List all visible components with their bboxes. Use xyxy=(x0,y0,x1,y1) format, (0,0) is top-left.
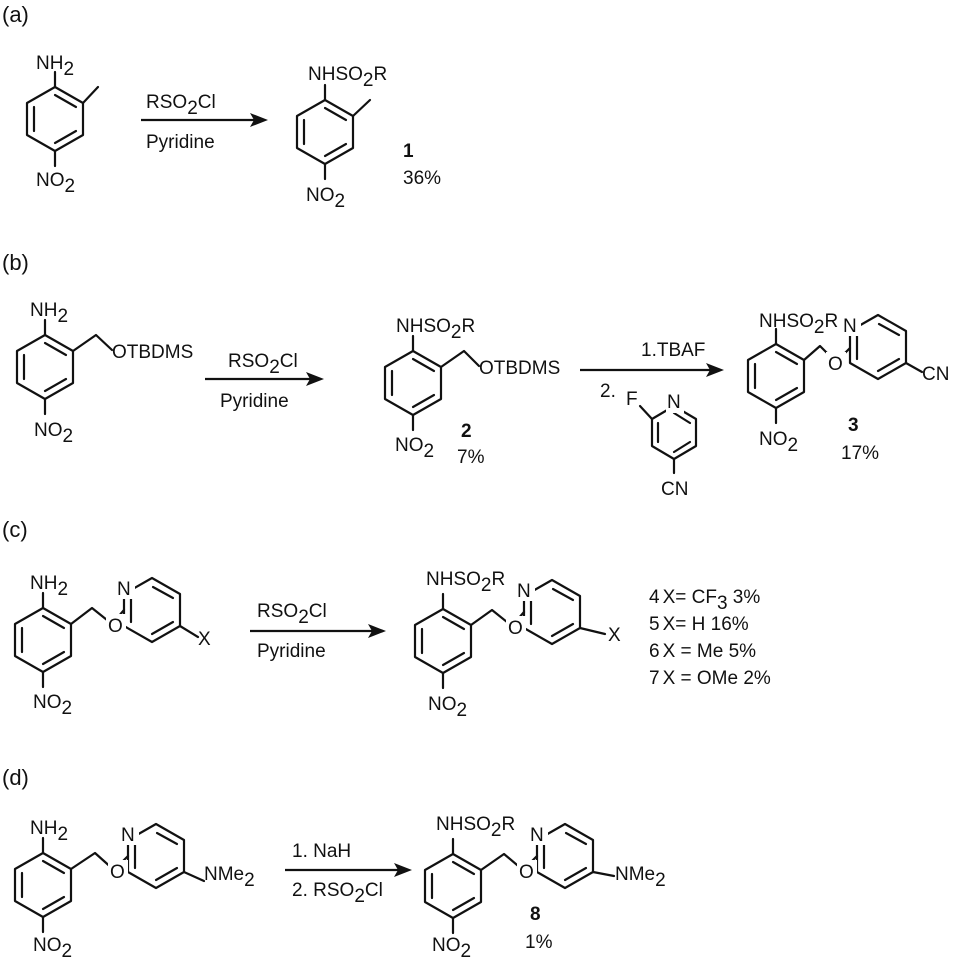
panel-a-product-nhso2r: NHSO2R xyxy=(308,64,387,91)
panel-d-reagent-1: 1. NaH xyxy=(292,841,351,862)
panel-a-product-ring xyxy=(295,98,355,166)
panel-b-arrow-2 xyxy=(580,363,724,377)
panel-b-reagent-2: Pyridine xyxy=(220,391,289,412)
panel-b-fluoropyridine-ring xyxy=(650,404,698,461)
panel-b-reactant-ring xyxy=(15,333,75,401)
panel-d-product-nme2: NMe2 xyxy=(615,864,666,891)
panel-d-reactant-no2: NO2 xyxy=(33,935,72,961)
panel-a-reagent-2: Pyridine xyxy=(146,132,215,153)
panel-b-step2-reagent-1: 1.TBAF xyxy=(641,340,705,361)
panel-a-reactant-nh2: NH2 xyxy=(36,53,74,80)
panel-d: (d) NH2 N O NMe2 NO2 xyxy=(2,765,666,961)
panel-a-reactant-ring xyxy=(25,85,85,153)
panel-d-label: (d) xyxy=(2,765,29,790)
panel-d-reactant-nme2: NMe2 xyxy=(204,864,255,891)
panel-d-reactant-nh2: NH2 xyxy=(30,818,68,845)
panel-a-reactant: NH2 NO2 xyxy=(25,53,100,197)
panel-d-product-yield: 1% xyxy=(525,932,553,953)
panel-b-product-number: 3 xyxy=(848,415,859,436)
panel-b-reactant-ch2o-bond xyxy=(71,333,114,353)
panel-c-label: (c) xyxy=(2,517,28,542)
panel-b-fluoropyridine-f: F xyxy=(626,389,638,410)
panel-a-reactant-methyl-bond xyxy=(81,85,100,105)
panel-b-product-yield: 17% xyxy=(841,443,879,464)
panel-a-reactant-no2: NO2 xyxy=(36,170,75,197)
panel-a-product: NHSO2R NO2 xyxy=(295,64,387,212)
panel-b-product-pyridine-n: N xyxy=(843,316,857,337)
panel-b-reactant-nh2: NH2 xyxy=(30,300,68,327)
panel-b-product-no2: NO2 xyxy=(759,429,798,456)
panel-a-product-methyl-bond xyxy=(351,98,372,118)
panel-b-reagent-1: RSO2Cl xyxy=(228,351,298,378)
panel-a-product-number: 1 xyxy=(403,141,414,162)
panel-b-fluoropyridine: F N CN xyxy=(626,389,698,500)
panel-b-intermediate-yield: 7% xyxy=(457,447,485,468)
panel-c-product-pyridine-n: N xyxy=(517,581,531,602)
panel-c-product-x: X xyxy=(608,625,621,646)
panel-b-arrow-1 xyxy=(205,372,324,386)
panel-d-product: NHSO2R N O NMe2 NO2 xyxy=(423,814,666,961)
panel-b-product-cn: CN xyxy=(922,364,949,385)
panel-d-reactant: NH2 N O NMe2 NO2 xyxy=(13,818,255,961)
panel-b-product: NHSO2R N O CN NO2 xyxy=(746,311,949,456)
panel-c-reactant: NH2 N O X NO2 xyxy=(13,573,211,719)
panel-c-product-ether-o: O xyxy=(508,618,523,639)
panel-b-product-pyridine-ring xyxy=(848,313,908,381)
panel-b-intermediate-nhso2r: NHSO2R xyxy=(396,316,475,343)
panel-b-label: (b) xyxy=(2,250,29,275)
panel-c-reactant-pyridine-n: N xyxy=(117,579,131,600)
panel-a-product-yield: 36% xyxy=(403,168,441,189)
panel-d-product-number: 8 xyxy=(530,904,541,925)
panel-d-reactant-ether-o: O xyxy=(110,862,125,883)
panel-b-intermediate-otbdms: OTBDMS xyxy=(479,358,560,379)
panel-b-intermediate-no2: NO2 xyxy=(395,435,434,462)
panel-d-product-benzene-ring xyxy=(423,852,483,920)
panel-d-product-pyridine-n: N xyxy=(530,825,544,846)
panel-c-reactant-x: X xyxy=(198,629,211,650)
panel-b-intermediate-ring xyxy=(383,349,443,417)
panel-a-product-no2: NO2 xyxy=(306,185,345,212)
panel-a-label: (a) xyxy=(2,2,29,27)
panel-c-reactant-nh2: NH2 xyxy=(30,573,68,600)
panel-c-product-no2: NO2 xyxy=(428,694,467,721)
panel-d-arrow xyxy=(285,863,412,877)
panel-c-product-nhso2r: NHSO2R xyxy=(426,569,505,596)
panel-c-reactant-ether-o: O xyxy=(108,616,123,637)
panel-c: (c) NH2 N O X NO2 xyxy=(2,517,771,721)
panel-d-product-nhso2r: NHSO2R xyxy=(436,814,515,841)
panel-b: (b) NH2 OTBDMS NO2 RSO2Cl Pyridine xyxy=(2,250,949,500)
panel-c-reactant-no2: NO2 xyxy=(33,692,72,719)
panel-a-reagent-1: RSO2Cl xyxy=(146,92,216,119)
panel-d-product-no2: NO2 xyxy=(432,935,471,961)
panel-c-reactant-benzene-ring xyxy=(13,606,73,674)
panel-d-reactant-pyridine-n: N xyxy=(121,825,135,846)
panel-b-reactant-no2: NO2 xyxy=(34,420,73,447)
panel-d-product-ether-o: O xyxy=(519,862,534,883)
panel-b-fluoropyridine-n: N xyxy=(667,392,681,413)
panel-b-product-nhso2r: NHSO2R xyxy=(759,311,838,338)
panel-b-intermediate: NHSO2R OTBDMS NO2 xyxy=(383,316,560,462)
panel-b-product-ether-o: O xyxy=(828,354,843,375)
panel-b-product-benzene-ring xyxy=(746,342,806,410)
panel-d-reactant-benzene-ring xyxy=(13,851,73,919)
panel-b-fluoropyridine-cn: CN xyxy=(661,479,688,500)
panel-c-product-benzene-ring xyxy=(413,607,473,675)
panel-d-reagent-2: 2. RSO2Cl xyxy=(292,880,383,907)
panel-b-step2-reagent-2-number: 2. xyxy=(600,381,616,402)
panel-b-intermediate-number: 2 xyxy=(461,421,472,442)
panel-b-reactant: NH2 OTBDMS NO2 xyxy=(15,300,193,447)
panel-c-reagent-2: Pyridine xyxy=(257,641,326,662)
panel-c-arrow xyxy=(250,624,386,638)
panel-a-arrow xyxy=(141,113,268,127)
panel-c-product: NHSO2R N O X NO2 xyxy=(413,569,621,721)
panel-b-reactant-otbdms: OTBDMS xyxy=(112,342,193,363)
panel-a: (a) NH2 NO2 RSO2Cl Pyridine xyxy=(2,2,441,212)
panel-c-reagent-1: RSO2Cl xyxy=(257,601,327,628)
